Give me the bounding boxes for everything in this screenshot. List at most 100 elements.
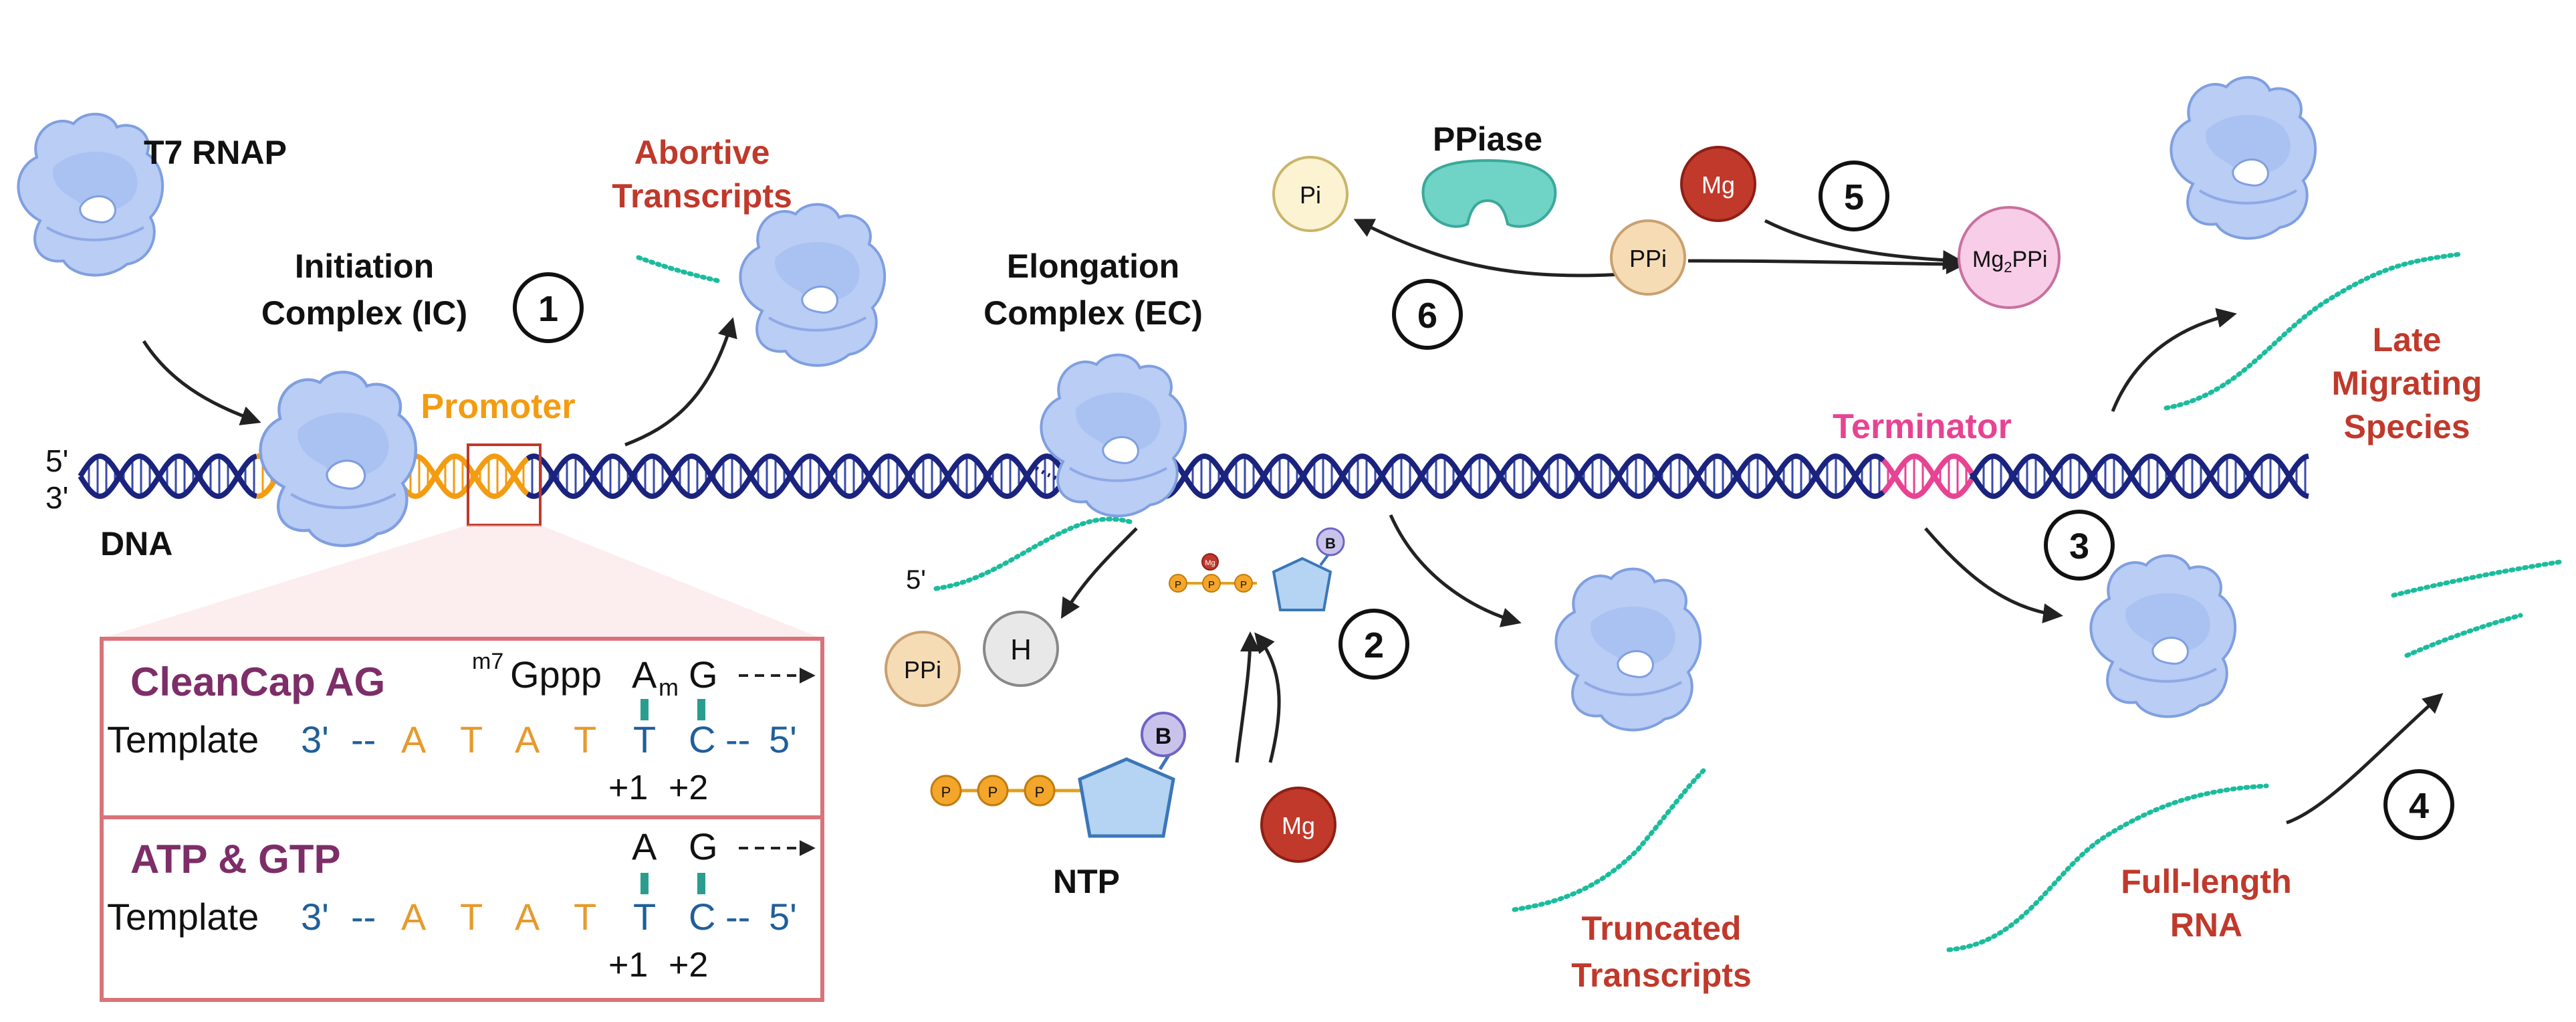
cap-text: Gppp	[510, 653, 602, 696]
t7-rnap-label: T7 RNAP	[144, 134, 287, 171]
position-plus-one: +1	[608, 769, 648, 807]
base-icon	[1141, 712, 1186, 757]
late-species-rna-strand-icon	[2163, 251, 2463, 411]
arrow-icon	[1060, 527, 1138, 619]
cleancap-title: CleanCap AG	[130, 659, 385, 704]
phosphate-icon	[1024, 775, 1056, 807]
dna-strand	[78, 453, 258, 500]
svg-text:P: P	[988, 784, 998, 801]
ppiase-label: PPiase	[1433, 120, 1542, 158]
rnap-terminated-icon	[2091, 556, 2235, 717]
svg-text:3: 3	[2069, 526, 2089, 567]
atp-gtp-title: ATP & GTP	[130, 837, 340, 882]
template-base: T	[633, 718, 656, 760]
short-rna-strand-icon	[2404, 613, 2523, 658]
pairing-bar	[697, 873, 705, 894]
arrow-icon	[1389, 514, 1522, 627]
position-plus-two: +2	[669, 946, 708, 985]
late-species-label-line3: Species	[2343, 408, 2470, 445]
rnap-truncated-icon	[1556, 569, 1700, 730]
ntp-small-icon: P P P Mg B	[1169, 527, 1345, 611]
template-label: Template	[107, 718, 259, 760]
abortive-rna-strand-icon	[636, 255, 721, 284]
template-base: T	[574, 718, 596, 760]
ribose-icon	[1272, 556, 1332, 611]
ntp-molecule-icon: P P P B	[930, 712, 1186, 838]
arrow-icon	[624, 317, 737, 447]
mg-cofactor-icon: Mg	[1260, 787, 1336, 863]
dna-strand	[78, 453, 258, 500]
dna-strand	[1969, 453, 2309, 500]
svg-text:Mg2PPi: Mg2PPi	[1972, 247, 2047, 276]
ppi-molecule-icon: PPi	[1610, 219, 1686, 296]
svg-text:5: 5	[1844, 177, 1864, 217]
dna-label: DNA	[100, 525, 172, 563]
terminator-label: Terminator	[1833, 407, 2012, 446]
svg-text:P: P	[1035, 784, 1045, 801]
truncated-rna-strand-icon	[1512, 766, 1708, 912]
ribose-icon	[1078, 757, 1175, 838]
fulllength-rna-strand-icon	[1946, 783, 2269, 952]
dna-strand	[525, 453, 1885, 500]
dna-strand	[1969, 453, 2309, 500]
step-marker-2: 2	[1338, 609, 1409, 680]
svg-text:Mg: Mg	[1282, 812, 1315, 839]
elongation-rna-strand-icon	[933, 516, 1133, 591]
rnap-late-icon	[2171, 78, 2315, 239]
template-five-prime: 5'	[769, 718, 797, 760]
abortive-label-line1: Abortive	[634, 134, 770, 171]
rnap-released-icon	[740, 205, 885, 366]
position-plus-two: +2	[669, 769, 708, 807]
template-five-prime: 5'	[769, 896, 797, 938]
position-plus-one: +1	[608, 946, 648, 985]
elongation-complex-label-line1: Elongation	[1007, 247, 1179, 285]
template-base: A	[515, 718, 540, 760]
template-base: C	[689, 896, 715, 938]
cleancap-a-base: A	[632, 653, 657, 696]
elongation-complex-icon	[1040, 353, 1187, 518]
ppiase-enzyme-icon	[1421, 159, 1557, 228]
svg-text:B: B	[1325, 535, 1336, 552]
initiation-complex-icon	[260, 372, 415, 545]
ntp-label: NTP	[1053, 863, 1120, 900]
svg-text:2: 2	[1364, 625, 1384, 666]
arrow-icon	[2286, 693, 2444, 825]
ppi-released-icon: PPi	[885, 631, 961, 707]
rna-five-prime: 5'	[906, 565, 926, 595]
svg-text:1: 1	[538, 289, 558, 329]
svg-text:PPi: PPi	[1629, 245, 1667, 272]
arrow-icon	[1924, 527, 2063, 623]
cleancap-g-base: G	[689, 653, 718, 696]
dna-five-prime: 5'	[45, 443, 68, 478]
svg-text:PPi: PPi	[904, 656, 941, 684]
abortive-label-line2: Transcripts	[612, 177, 792, 215]
template-base: A	[401, 896, 427, 938]
mg2ppi-complex-icon: Mg2PPi	[1958, 206, 2061, 309]
template-base: A	[515, 896, 540, 938]
template-base: T	[574, 896, 596, 938]
phosphate-icon	[977, 775, 1009, 807]
pairing-bar	[640, 699, 649, 720]
sequence-inset: CleanCap AG m7 Gppp A m G Template 3' --…	[100, 637, 824, 1002]
svg-text:6: 6	[1417, 296, 1437, 336]
arrow-icon	[1687, 253, 1966, 274]
elongation-complex-label-line2: Complex (EC)	[983, 294, 1203, 332]
pi-molecule-icon: Pi	[1272, 156, 1349, 232]
template-dash-left: --	[351, 896, 376, 938]
template-dash-right: --	[725, 896, 750, 938]
promoter-label: Promoter	[421, 387, 575, 426]
svg-text:P: P	[1175, 579, 1181, 591]
fulllength-label-line1: Full-length	[2121, 863, 2292, 900]
template-three-prime: 3'	[301, 718, 329, 760]
cleancap-a-sub: m	[659, 674, 679, 701]
svg-text:P: P	[941, 784, 951, 801]
arrow-icon	[1353, 219, 1622, 278]
template-base: T	[460, 896, 483, 938]
template-label: Template	[107, 896, 259, 938]
cap-superscript: m7	[472, 649, 503, 674]
dna-strand	[1881, 453, 1974, 499]
step-marker-4: 4	[2383, 769, 2454, 840]
pairing-bar	[697, 699, 705, 720]
